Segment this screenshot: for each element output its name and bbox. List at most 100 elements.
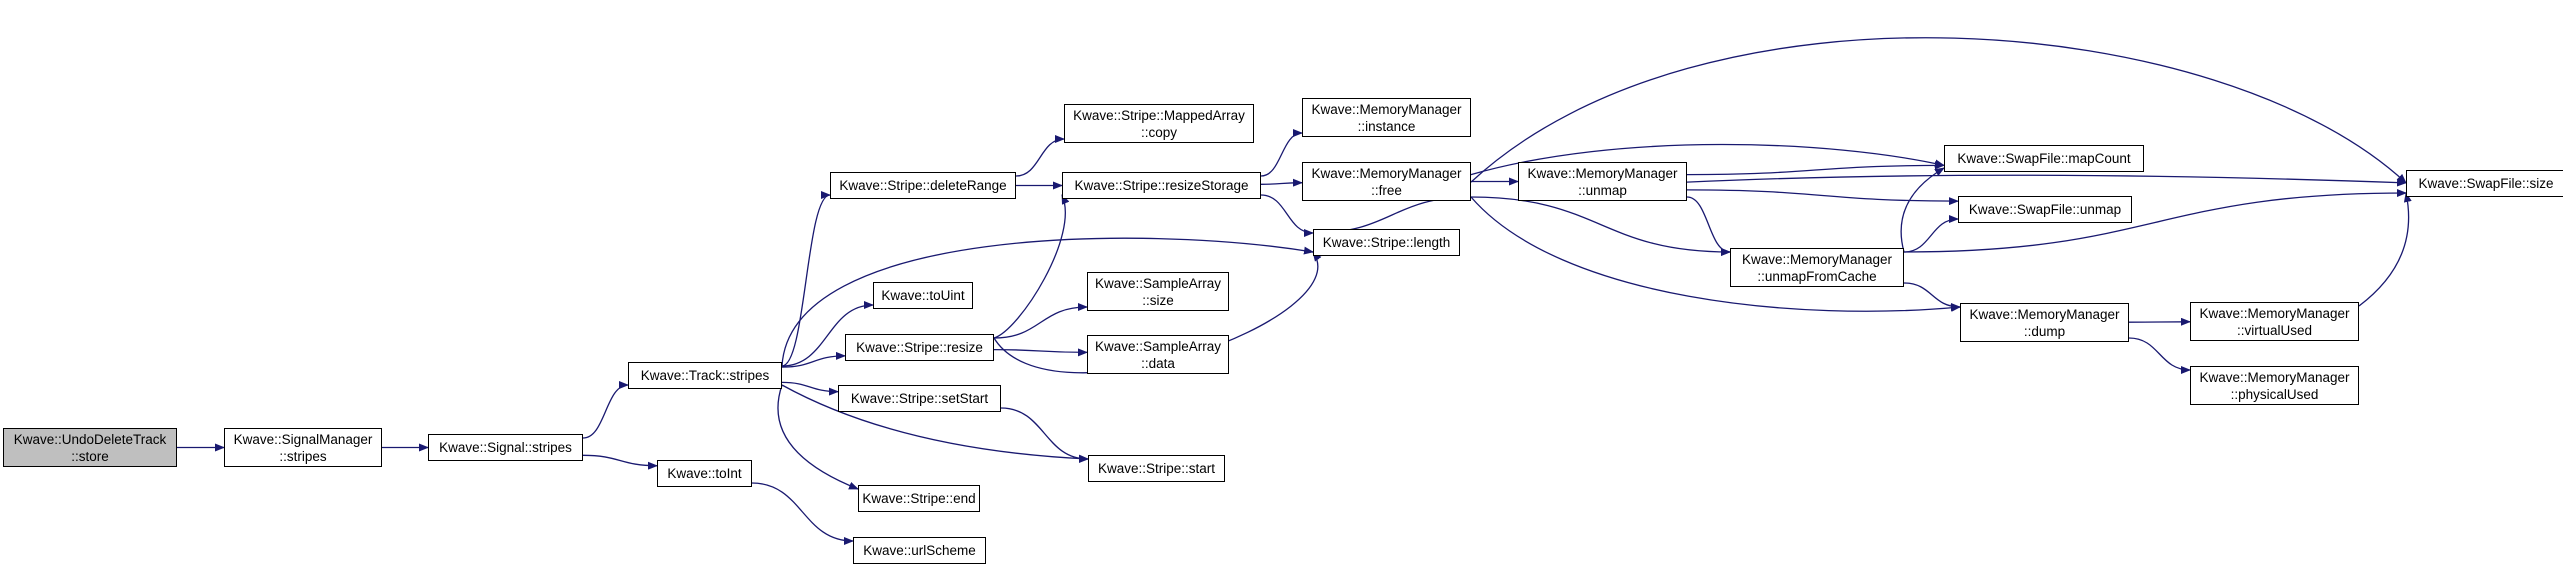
node-label: Kwave::Stripe::end xyxy=(862,491,976,506)
graph-node-resizestorage[interactable]: Kwave::Stripe::resizeStorage xyxy=(1062,172,1261,199)
node-label: Kwave::Stripe::start xyxy=(1097,461,1216,476)
graph-node-urlscheme[interactable]: Kwave::urlScheme xyxy=(853,537,986,564)
node-label: Kwave::Stripe::MappedArray xyxy=(1073,107,1245,123)
graph-node-sf-unmap[interactable]: Kwave::SwapFile::unmap xyxy=(1958,196,2132,223)
node-label: Kwave::MemoryManager xyxy=(2199,305,2350,321)
edge-mm_virtual-to-sf_size xyxy=(2358,192,2412,307)
graph-node-deleterange[interactable]: Kwave::Stripe::deleteRange xyxy=(830,172,1016,199)
node-label: Kwave::SampleArray xyxy=(1094,275,1222,291)
node-label: ::instance xyxy=(1357,118,1416,134)
node-label: ::store xyxy=(71,448,109,464)
node-label: ::physicalUsed xyxy=(2230,386,2319,402)
graph-node-mm-unmap[interactable]: Kwave::MemoryManager::unmap xyxy=(1518,162,1687,201)
edge-track_stripes-to-end xyxy=(777,384,859,490)
graph-node-sa-size[interactable]: Kwave::SampleArray::size xyxy=(1087,272,1229,311)
edge-track_stripes-to-touint xyxy=(781,301,874,367)
edge-resize-to-sa_data xyxy=(993,348,1088,357)
node-label: Kwave::SwapFile::mapCount xyxy=(1957,151,2131,166)
edge-mm_unmap-to-sf_unmap xyxy=(1686,189,1959,206)
node-label: Kwave::Track::stripes xyxy=(640,368,770,383)
node-label: Kwave::MemoryManager xyxy=(1527,165,1678,181)
graph-node-toint[interactable]: Kwave::toInt xyxy=(657,460,752,487)
node-label: Kwave::SignalManager xyxy=(233,431,373,447)
graph-node-mm-free[interactable]: Kwave::MemoryManager::free xyxy=(1302,162,1471,201)
node-label: Kwave::Stripe::resizeStorage xyxy=(1074,178,1249,193)
edge-resizestorage-to-mm_instance xyxy=(1260,129,1303,177)
edge-mm_unmap-to-sf_size xyxy=(1686,174,2407,187)
edge-mm_unmapcache-to-mm_dump xyxy=(1903,282,1961,311)
graph-node-track-stripes[interactable]: Kwave::Track::stripes xyxy=(628,362,782,389)
node-label: Kwave::urlScheme xyxy=(863,543,976,558)
edge-signal_stripes-to-track_stripes xyxy=(582,381,629,439)
edge-resize-to-resizestorage xyxy=(993,194,1070,339)
node-label: Kwave::Signal::stripes xyxy=(439,440,572,455)
node-label: Kwave::MemoryManager xyxy=(1311,101,1462,117)
edge-track_stripes-to-setstart xyxy=(781,381,839,396)
graph-node-length[interactable]: Kwave::Stripe::length xyxy=(1313,229,1460,256)
edge-toint-to-urlscheme xyxy=(751,482,854,545)
graph-node-sigmgr-stripes[interactable]: Kwave::SignalManager::stripes xyxy=(224,428,382,467)
node-label: Kwave::Stripe::setStart xyxy=(850,391,989,406)
edge-mm_unmap-to-mm_unmapcache xyxy=(1686,196,1731,256)
node-label: Kwave::MemoryManager xyxy=(2199,369,2350,385)
node-label: Kwave::MemoryManager xyxy=(1311,165,1462,181)
node-label: Kwave::UndoDeleteTrack xyxy=(13,431,167,447)
graph-node-end[interactable]: Kwave::Stripe::end xyxy=(858,485,980,512)
graph-node-undo-store[interactable]: Kwave::UndoDeleteTrack::store xyxy=(3,428,177,467)
edge-resizestorage-to-length xyxy=(1260,194,1314,237)
graph-node-setstart[interactable]: Kwave::Stripe::setStart xyxy=(838,385,1001,412)
edge-resizestorage-to-mm_free xyxy=(1260,178,1303,187)
edge-mm_free-to-length xyxy=(1312,196,1472,237)
node-label: Kwave::SwapFile::size xyxy=(2418,176,2554,191)
node-label: Kwave::toInt xyxy=(667,466,742,481)
edge-track_stripes-to-start xyxy=(781,384,1089,463)
graph-node-mm-physical[interactable]: Kwave::MemoryManager::physicalUsed xyxy=(2190,366,2359,405)
graph-node-sf-mapcount[interactable]: Kwave::SwapFile::mapCount xyxy=(1944,145,2144,172)
graph-node-mm-unmapcache[interactable]: Kwave::MemoryManager::unmapFromCache xyxy=(1730,248,1904,287)
edge-mm_free-to-sf_size xyxy=(1470,37,2407,184)
graph-node-mm-dump[interactable]: Kwave::MemoryManager::dump xyxy=(1960,303,2129,342)
node-label: Kwave::SwapFile::unmap xyxy=(1968,202,2122,217)
node-label: Kwave::MemoryManager xyxy=(1741,251,1893,267)
edge-deleterange-to-mapped_copy xyxy=(1015,135,1065,177)
node-label: Kwave::MemoryManager xyxy=(1969,306,2120,322)
edge-mm_unmapcache-to-sf_mapcount xyxy=(1900,167,1945,253)
node-label: ::stripes xyxy=(279,448,327,464)
graph-node-mm-instance[interactable]: Kwave::MemoryManager::instance xyxy=(1302,98,1471,137)
graph-node-sf-size[interactable]: Kwave::SwapFile::size xyxy=(2406,170,2563,197)
graph-node-start[interactable]: Kwave::Stripe::start xyxy=(1088,455,1225,482)
edge-resize-to-sa_size xyxy=(993,303,1088,339)
node-label: ::dump xyxy=(2023,323,2066,339)
edge-mm_dump-to-mm_physical xyxy=(2128,337,2191,374)
edge-track_stripes-to-resize xyxy=(781,351,846,368)
edge-track_stripes-to-deleterange xyxy=(781,191,831,367)
node-label: ::unmapFromCache xyxy=(1757,268,1877,284)
edge-track_stripes-to-length xyxy=(781,237,1314,367)
edge-mm_free-to-mm_unmapcache xyxy=(1470,196,1731,256)
node-label: Kwave::Stripe::length xyxy=(1322,235,1451,250)
node-label: ::free xyxy=(1371,182,1402,198)
node-label: Kwave::toUint xyxy=(881,288,965,303)
edge-setstart-to-start xyxy=(1000,407,1089,463)
edge-mm_unmapcache-to-sf_unmap xyxy=(1903,215,1959,253)
node-label: Kwave::Stripe::resize xyxy=(856,340,983,355)
node-label: Kwave::SampleArray xyxy=(1094,338,1222,354)
node-label: ::data xyxy=(1141,355,1175,371)
edge-mm_free-to-mm_dump xyxy=(1470,196,1961,312)
edge-mm_free-to-sf_mapcount xyxy=(1470,143,1945,176)
node-label: Kwave::Stripe::deleteRange xyxy=(839,178,1007,193)
node-label: ::virtualUsed xyxy=(2236,322,2313,338)
graph-node-mapped-copy[interactable]: Kwave::Stripe::MappedArray::copy xyxy=(1064,104,1254,143)
graph-node-signal-stripes[interactable]: Kwave::Signal::stripes xyxy=(428,434,583,461)
graph-node-touint[interactable]: Kwave::toUint xyxy=(873,282,973,309)
node-label: ::copy xyxy=(1140,124,1178,140)
graph-node-mm-virtual[interactable]: Kwave::MemoryManager::virtualUsed xyxy=(2190,302,2359,341)
node-label: ::unmap xyxy=(1578,182,1627,198)
node-label: ::size xyxy=(1142,292,1174,308)
edge-mm_unmap-to-sf_mapcount xyxy=(1686,161,1945,176)
edge-mm_unmapcache-to-sf_size xyxy=(1903,189,2407,253)
graph-node-resize[interactable]: Kwave::Stripe::resize xyxy=(845,334,994,361)
graph-node-sa-data[interactable]: Kwave::SampleArray::data xyxy=(1087,335,1229,374)
